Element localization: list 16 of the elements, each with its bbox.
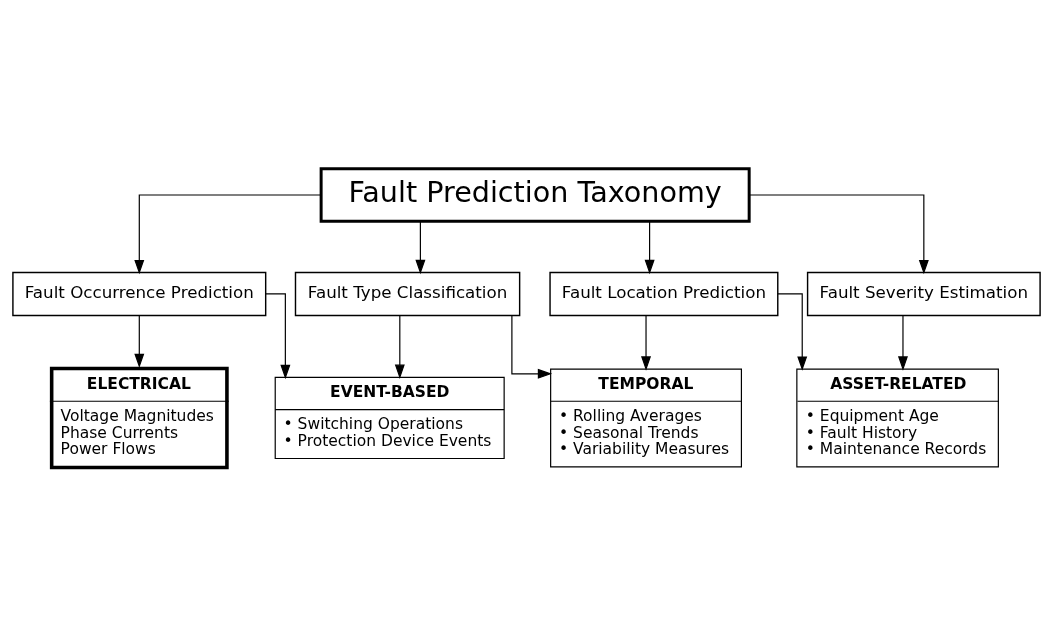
arrow <box>134 314 145 368</box>
node-box: Fault Occurrence Prediction <box>12 271 267 316</box>
arrow <box>777 292 808 371</box>
arrow <box>134 193 322 274</box>
arrow <box>641 314 652 371</box>
arrow <box>265 292 291 379</box>
node-box: Fault Location Prediction <box>549 271 779 316</box>
arrow <box>415 220 426 274</box>
arrow <box>644 220 655 274</box>
node-box: Fault Severity Estimation <box>806 271 1041 316</box>
node-box: Fault Prediction Taxonomy <box>319 166 751 223</box>
arrow <box>394 314 405 379</box>
arrow <box>748 193 929 274</box>
arrow <box>511 314 553 379</box>
arrow <box>897 314 908 371</box>
node-box: Fault Type Classification <box>294 271 521 316</box>
